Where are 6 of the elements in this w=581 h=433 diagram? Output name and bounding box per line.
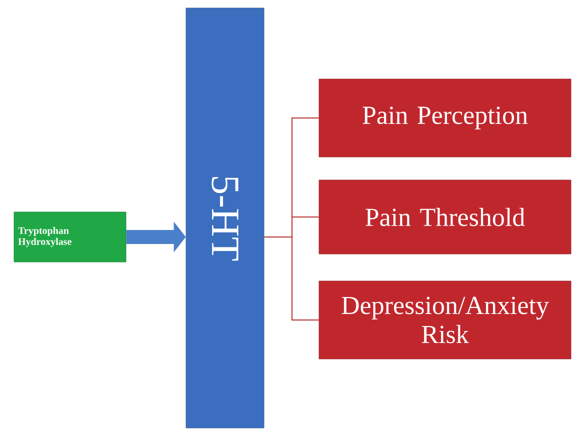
label-bar: 5-HT <box>186 8 264 428</box>
outcome-box: Pain Threshold <box>318 180 572 254</box>
process-box: Tryptophan Hydroxylase <box>14 212 126 262</box>
outcome-box: Depression/Anxiety Risk <box>318 280 572 360</box>
connector-line <box>264 236 320 320</box>
outcome-box: Pain Perception <box>318 78 572 158</box>
